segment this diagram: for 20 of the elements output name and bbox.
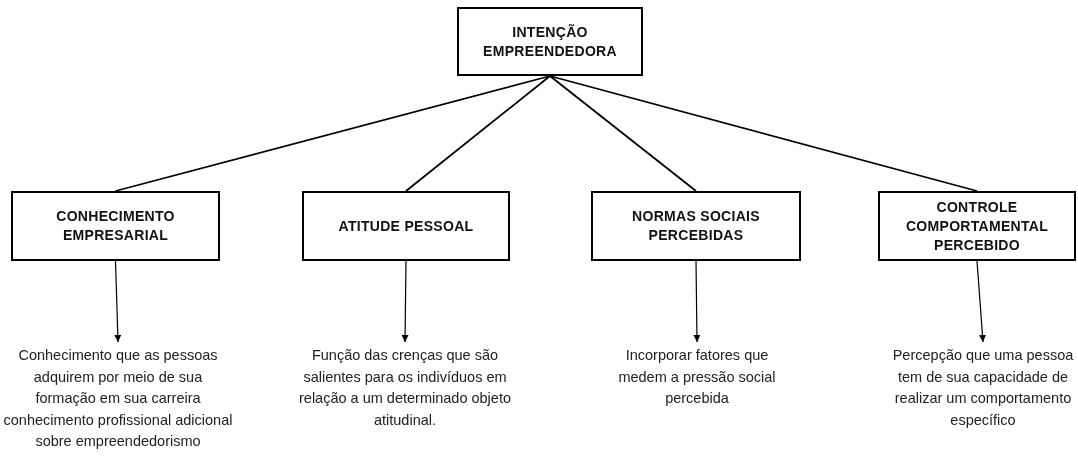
- description-text: Incorporar fatores que medem a pressão social percebida: [617, 346, 777, 408]
- description-text: Função das crenças que são salientes para os indivíduos em relação a um determinado objeto atitudinal.: [298, 346, 512, 430]
- process-box: [591, 191, 801, 261]
- box-title: NORMAS SOCIAIS PERCEBIDAS: [631, 207, 761, 245]
- process-box: [11, 191, 220, 261]
- process-box: [457, 7, 643, 76]
- arrow: [693, 260, 701, 343]
- box-title: ATITUDE PESSOAL: [338, 216, 474, 236]
- connector-line: [405, 75, 551, 192]
- box-title: CONTROLE COMPORTAMENTAL PERCEBIDO: [904, 197, 1050, 255]
- arrow: [976, 260, 986, 343]
- box-title: INTENÇÃO EMPREENDEDORA: [482, 22, 618, 61]
- arrow: [401, 260, 409, 343]
- connector-line: [549, 75, 697, 192]
- description-text: Conhecimento que as pessoas adquirem por meio de sua formação em sua carreira conhecimento profissional adicional sobre empreendedorismo: [2, 346, 234, 451]
- description-text: Percepção que uma pessoa tem de sua capacidade de realizar um comportamento específico: [891, 346, 1075, 430]
- arrow: [114, 260, 122, 343]
- process-box: [878, 191, 1076, 261]
- process-box: [302, 191, 510, 261]
- box-title: CONHECIMENTO EMPRESARIAL: [55, 207, 176, 245]
